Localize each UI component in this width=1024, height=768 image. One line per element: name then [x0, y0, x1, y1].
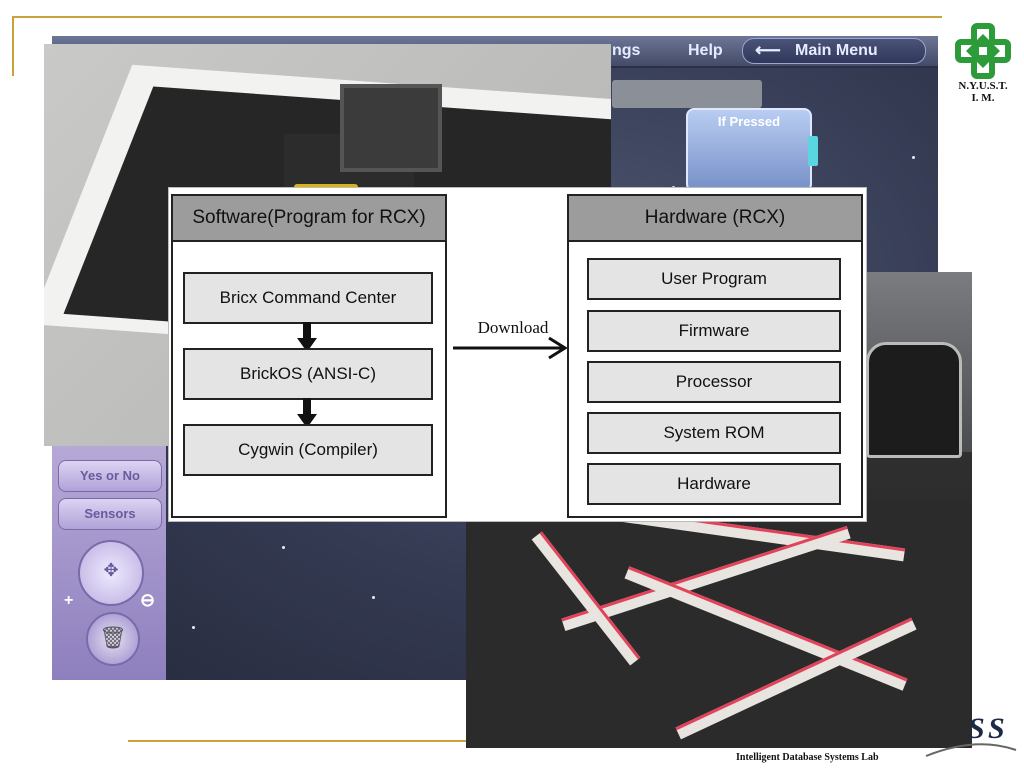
hardware-panel-title: Hardware (RCX)	[569, 196, 861, 242]
slide-top-rule	[12, 16, 942, 18]
trash-button[interactable]: 🗑	[86, 612, 140, 666]
down-arrow-icon	[297, 398, 317, 428]
software-step-cygwin: Cygwin (Compiler)	[183, 424, 433, 476]
rcx-architecture-diagram: Software(Program for RCX) Bricx Command …	[168, 187, 867, 522]
robot-top-frame	[340, 84, 442, 172]
software-step-bricx: Bricx Command Center	[183, 272, 433, 324]
right-arrow-icon	[453, 336, 568, 360]
main-menu-button[interactable]: ⟵ Main Menu	[742, 38, 926, 64]
university-emblem-icon	[955, 23, 1011, 79]
menu-help[interactable]: Help	[688, 42, 723, 59]
software-step-brickos: BrickOS (ANSI-C)	[183, 348, 433, 400]
svg-text:S: S	[988, 712, 1005, 745]
minus-icon[interactable]: ⊖	[140, 590, 156, 610]
software-panel: Software(Program for RCX) Bricx Command …	[171, 194, 447, 518]
plus-icon[interactable]: +	[64, 592, 74, 609]
lab-name: Intelligent Database Systems Lab	[736, 752, 879, 763]
download-label: Download	[477, 318, 549, 337]
down-arrow-icon	[297, 322, 317, 352]
if-pressed-block[interactable]: If Pressed	[686, 108, 812, 192]
main-menu-label: Main Menu	[795, 42, 878, 59]
trash-icon: 🗑	[99, 625, 127, 650]
svg-text:S: S	[968, 712, 985, 745]
slide-left-rule	[12, 16, 14, 76]
hardware-layer-hardware: Hardware	[587, 463, 841, 505]
sensors-button[interactable]: Sensors	[58, 498, 162, 530]
if-pressed-label: If Pressed	[717, 114, 781, 129]
slide-bottom-rule	[128, 740, 473, 742]
navigation-pad[interactable]: ✥	[78, 540, 144, 606]
hardware-layer-system-rom: System ROM	[587, 412, 841, 454]
command-palette: Yes or No Sensors ✥ + ⊖ 🗑	[52, 446, 166, 680]
hardware-layer-processor: Processor	[587, 361, 841, 403]
menu-settings[interactable]: ngs	[612, 42, 641, 59]
block-connector-tab	[808, 136, 818, 166]
yes-or-no-button[interactable]: Yes or No	[58, 460, 162, 492]
software-panel-title: Software(Program for RCX)	[173, 196, 445, 242]
left-arrow-icon: ⟵	[755, 40, 781, 60]
logo-text: N.Y.U.S.T. I. M.	[958, 80, 1008, 104]
dpad-icon: ✥	[103, 560, 119, 580]
hardware-layer-user-program: User Program	[587, 258, 841, 300]
chair	[866, 342, 962, 458]
hardware-panel: Hardware (RCX) User Program Firmware Pro…	[567, 194, 863, 518]
university-logo: N.Y.U.S.T. I. M.	[950, 22, 1016, 112]
program-brick-strip	[612, 80, 762, 108]
lab-logo-icon: S S	[925, 712, 1017, 757]
hardware-layer-firmware: Firmware	[587, 310, 841, 352]
